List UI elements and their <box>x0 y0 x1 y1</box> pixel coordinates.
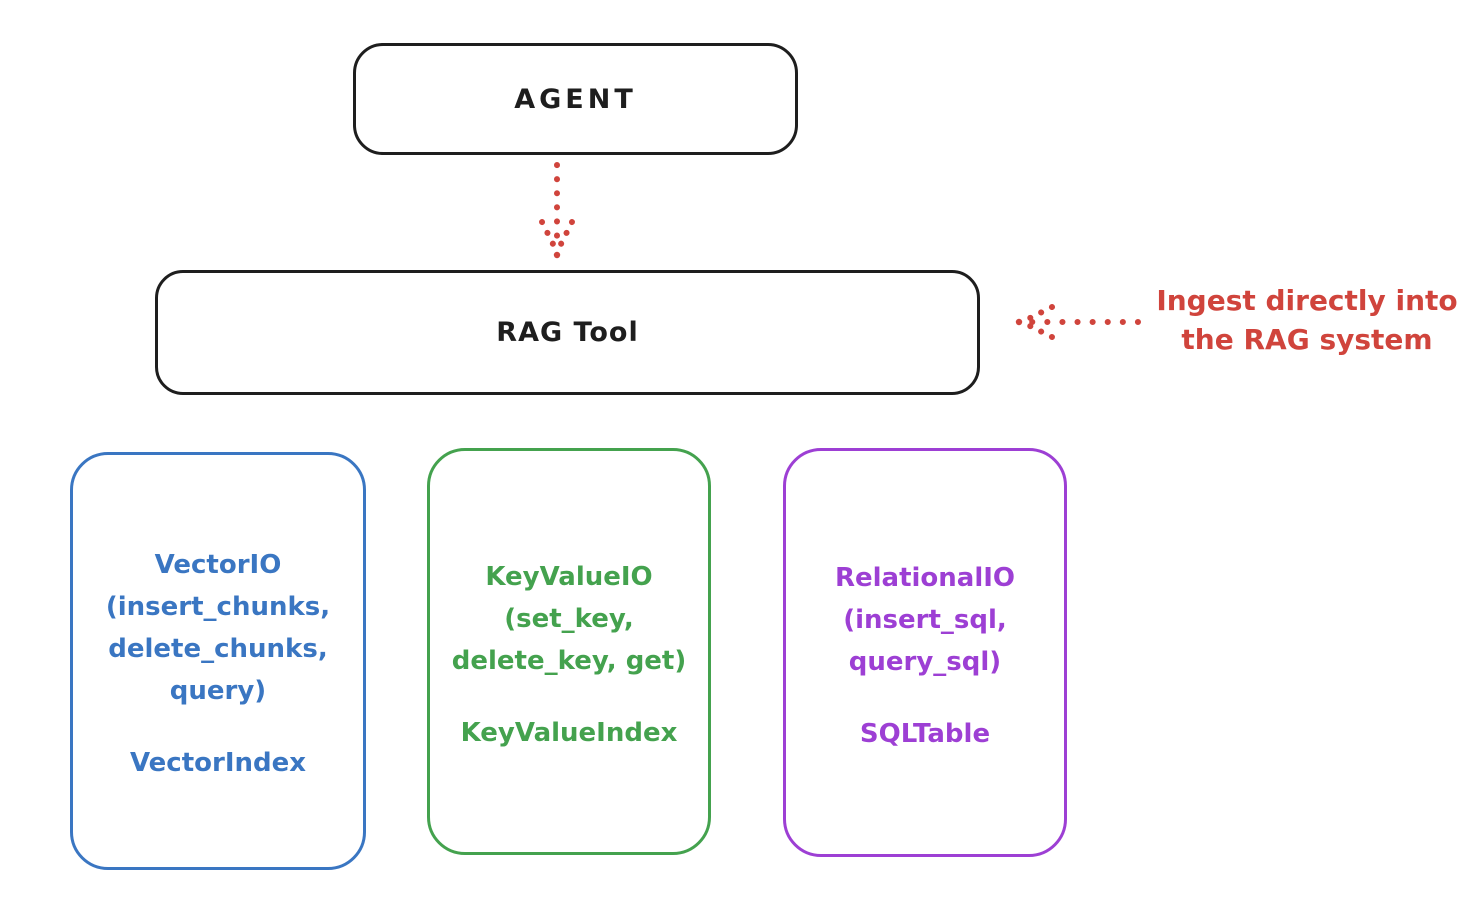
vector-io-line: VectorIO <box>154 550 282 580</box>
annotation-to-ragtool-arrow <box>1012 300 1144 344</box>
keyvalue-io-line: delete_key, get) <box>451 645 687 676</box>
down-arrow-icon <box>535 160 579 262</box>
relational-io-box: RelationalIO (insert_sql, query_sql) SQL… <box>783 448 1067 857</box>
relational-io-lines: RelationalIO (insert_sql, query_sql) <box>835 557 1015 683</box>
rag-tool-node-label: RAG Tool <box>496 317 639 348</box>
keyvalue-index-label: KeyValueIndex <box>460 717 678 748</box>
vector-io-line: query) <box>169 676 267 706</box>
keyvalue-io-line: (set_key, <box>504 603 634 634</box>
keyvalue-io-lines: KeyValueIO (set_key, delete_key, get) <box>452 556 687 682</box>
sql-table-label: SQLTable <box>859 718 991 749</box>
relational-io-line: query_sql) <box>848 646 1002 677</box>
vector-io-line: delete_chunks, <box>108 634 328 664</box>
vector-io-box: VectorIO (insert_chunks, delete_chunks, … <box>70 452 366 870</box>
ingest-annotation-line2: the RAG system <box>1181 323 1433 356</box>
left-arrow-icon <box>1012 300 1144 344</box>
relational-io-line: (insert_sql, <box>843 604 1007 635</box>
keyvalue-io-box: KeyValueIO (set_key, delete_key, get) Ke… <box>427 448 711 855</box>
agent-node-label: AGENT <box>514 83 637 115</box>
agent-to-ragtool-arrow <box>535 160 579 262</box>
relational-io-line: RelationalIO <box>834 562 1016 593</box>
vector-io-lines: VectorIO (insert_chunks, delete_chunks, … <box>106 544 330 712</box>
ingest-annotation: Ingest directly into the RAG system <box>1130 281 1484 359</box>
vector-io-line: (insert_chunks, <box>105 592 331 622</box>
agent-node: AGENT <box>353 43 798 155</box>
keyvalue-io-line: KeyValueIO <box>485 561 653 592</box>
ingest-annotation-line1: Ingest directly into <box>1156 284 1458 317</box>
rag-tool-node: RAG Tool <box>155 270 980 395</box>
vector-index-label: VectorIndex <box>129 748 307 778</box>
